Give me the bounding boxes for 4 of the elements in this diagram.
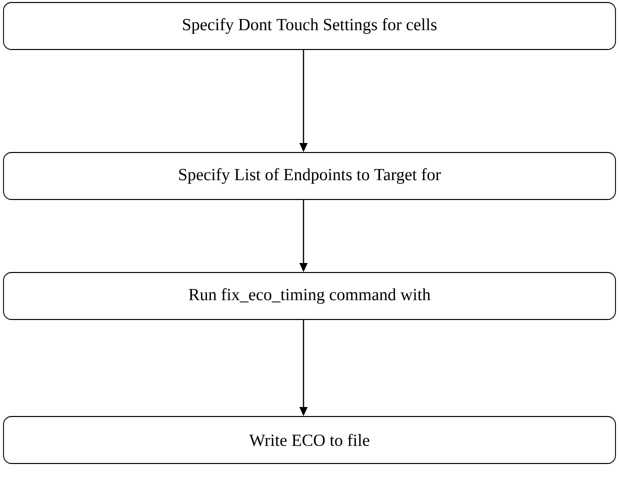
- process-box: Run fix_eco_timing command with: [3, 272, 616, 320]
- process-box: Specify Dont Touch Settings for cells: [3, 2, 616, 50]
- process-box: Write ECO to file: [3, 416, 616, 464]
- process-box: Specify List of Endpoints to Target for: [3, 152, 616, 200]
